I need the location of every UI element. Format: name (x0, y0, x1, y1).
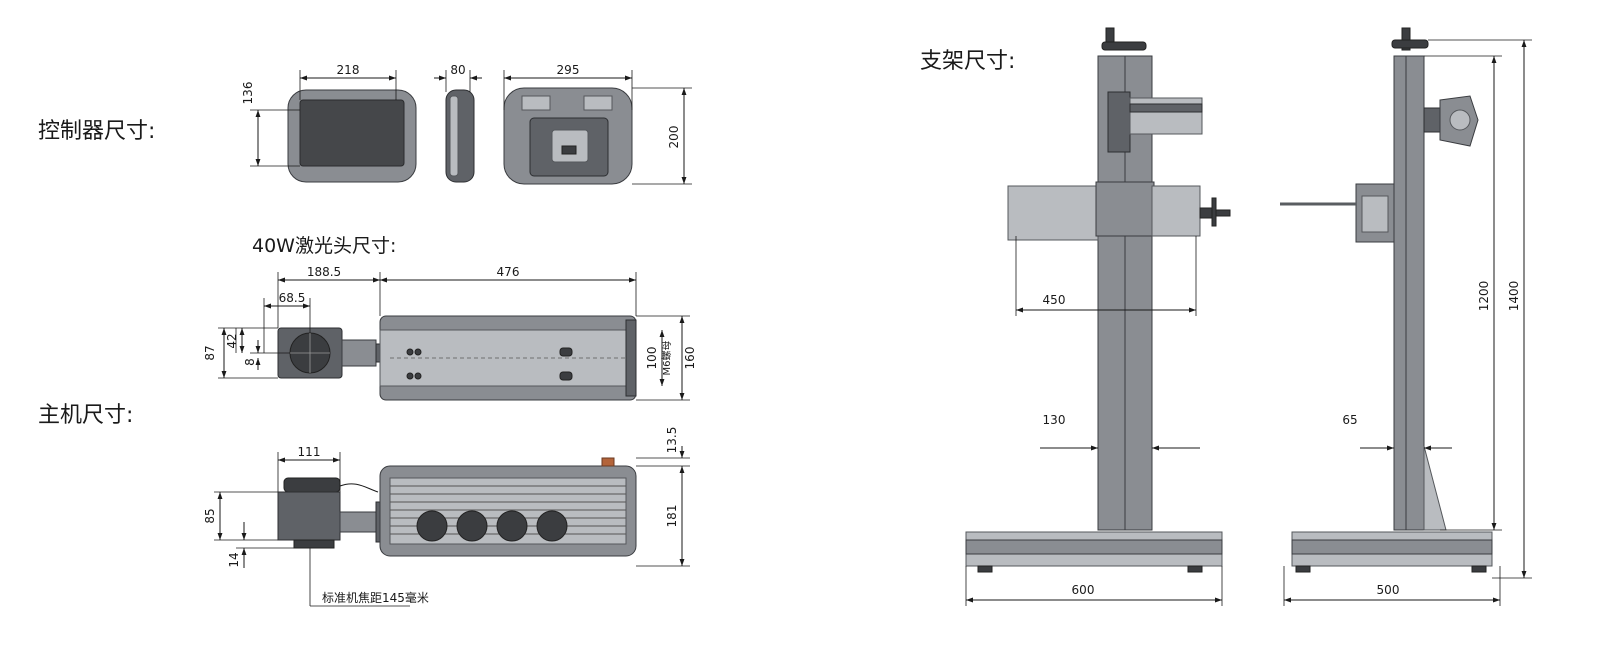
controller-back-view (503, 87, 633, 185)
host-dim-85: 85 (203, 508, 217, 523)
host-side-view (277, 457, 637, 557)
laser-head-dimension-lines (218, 272, 690, 401)
controller-height-back: 200 (667, 126, 681, 149)
laser-head-dim-100: 100 (645, 347, 659, 370)
host-dim-111: 111 (298, 445, 321, 459)
stand-front-dimension-lines (965, 236, 1223, 606)
controller-width-back: 295 (557, 63, 580, 77)
stand-height-dim-1200: 1200 (1477, 281, 1491, 312)
stand-side-dimension-lines (1283, 39, 1532, 606)
laser-head-dim-188-5: 188.5 (307, 265, 341, 279)
host-dimension-lines (214, 446, 690, 607)
laser-head-dim-42: 42 (225, 333, 239, 348)
stand-front-view (965, 27, 1231, 573)
stand-base-dim-600: 600 (1072, 583, 1095, 597)
laser-head-dim-476: 476 (497, 265, 520, 279)
laser-head-dim-68-5: 68.5 (279, 291, 306, 305)
controller-dimensions-label: 控制器尺寸: (38, 119, 155, 144)
laser-head-dimensions-label: 40W激光头尺寸: (252, 235, 396, 257)
stand-base-dim-500: 500 (1377, 583, 1400, 597)
laser-head-dim-8: 8 (243, 358, 257, 366)
laser-head-dim-87: 87 (203, 345, 217, 360)
host-dim-13-5: 13.5 (665, 427, 679, 454)
controller-height-front: 136 (241, 82, 255, 105)
host-dim-14: 14 (227, 552, 241, 567)
stand-column-dim-130: 130 (1043, 413, 1066, 427)
controller-front-view (287, 89, 417, 183)
stand-side-view (1280, 27, 1493, 573)
stand-dimensions-label: 支架尺寸: (920, 49, 1015, 74)
controller-depth-side: 80 (450, 63, 465, 77)
stand-height-dim-1400: 1400 (1507, 281, 1521, 312)
controller-side-view (445, 89, 475, 183)
host-dim-181: 181 (665, 505, 679, 528)
laser-head-m6-nut-note: M6螺母 (661, 341, 673, 376)
laser-head-top-view (277, 315, 637, 401)
stand-column-dim-65: 65 (1342, 413, 1357, 427)
controller-dimension-lines (250, 70, 692, 185)
host-dimensions-label: 主机尺寸: (38, 403, 133, 428)
controller-width-front: 218 (337, 63, 360, 77)
host-focal-length-note: 标准机焦距145毫米 (322, 590, 429, 605)
laser-head-dim-160: 160 (683, 347, 697, 370)
stand-arm-dim-450: 450 (1043, 293, 1066, 307)
